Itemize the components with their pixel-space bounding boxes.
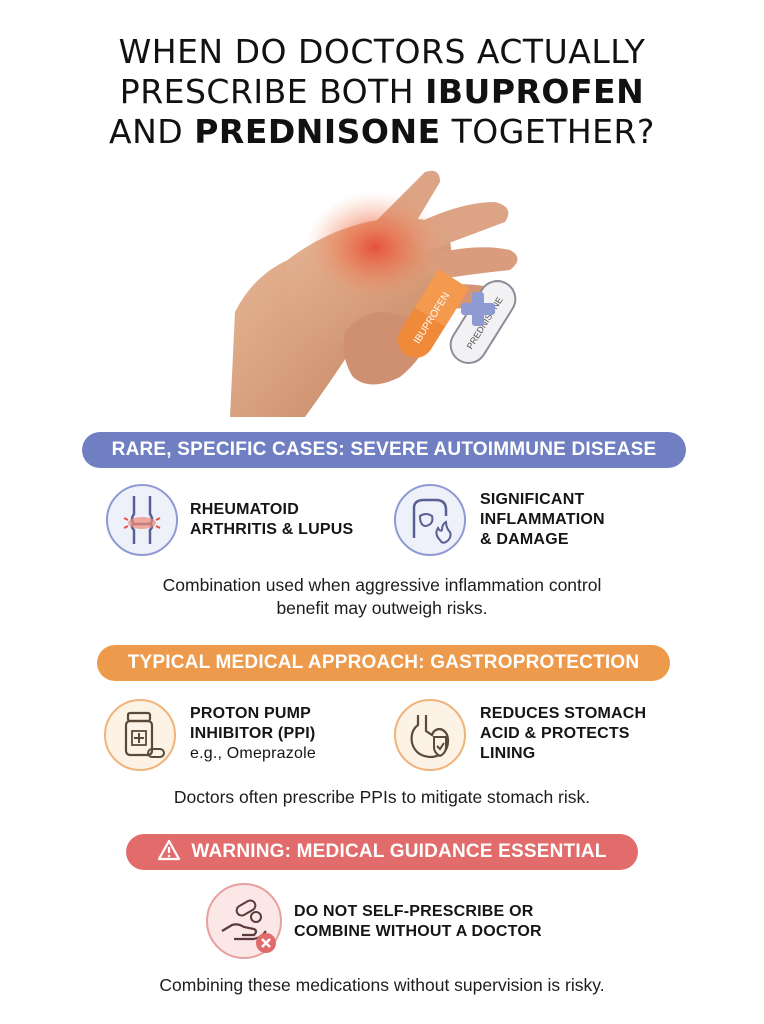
do-not-self-prescribe-label: DO NOT SELF-PRESCRIBE OR COMBINE WITHOUT… <box>294 903 542 940</box>
significant-inflammation-label: SIGNIFICANT INFLAMMATION & DAMAGE <box>480 491 605 548</box>
page-title: WHEN DO DOCTORS ACTUALLY PRESCRIBE BOTH … <box>0 32 764 152</box>
title-line-2: PRESCRIBE BOTH IBUPROFEN <box>119 72 645 111</box>
section-1-description: Combination used when aggressive inflamm… <box>162 575 602 618</box>
medicine-bottle-icon <box>104 699 176 771</box>
warning-icon <box>158 839 181 861</box>
title-line-3: PREDNISONEAND PREDNISONE TOGETHER? <box>109 112 655 151</box>
stomach-shield-icon <box>394 699 466 771</box>
section-banner-autoimmune: RARE, SPECIFIC CASES: SEVERE AUTOIMMUNE … <box>82 432 686 468</box>
hand-pills-illustration: IBUPROFEN PREDNISONE <box>225 162 555 417</box>
joint-inflammation-icon <box>106 484 178 556</box>
hand-pills-no-icon <box>206 883 282 959</box>
body-inflammation-icon <box>394 484 466 556</box>
hand-illustration: IBUPROFEN PREDNISONE <box>230 170 518 417</box>
title-line-1: WHEN DO DOCTORS ACTUALLY <box>118 32 646 71</box>
section-3-description: Combining these medications without supe… <box>159 975 605 995</box>
ppi-label: PROTON PUMP INHIBITOR (PPI) e.g., Omepra… <box>190 705 316 762</box>
reduces-stomach-acid-label: REDUCES STOMACH ACID & PROTECTS LINING <box>480 705 647 762</box>
plus-icon <box>461 292 495 326</box>
rheumatoid-arthritis-label: RHEUMATOID ARTHRITIS & LUPUS <box>190 501 354 538</box>
section-banner-gastroprotection: TYPICAL MEDICAL APPROACH: GASTROPROTECTI… <box>97 645 670 681</box>
title-ibuprofen: IBUPROFEN <box>425 72 645 111</box>
section-2-description: Doctors often prescribe PPIs to mitigate… <box>173 787 591 807</box>
section-banner-warning: WARNING: MEDICAL GUIDANCE ESSENTIAL <box>126 834 638 870</box>
